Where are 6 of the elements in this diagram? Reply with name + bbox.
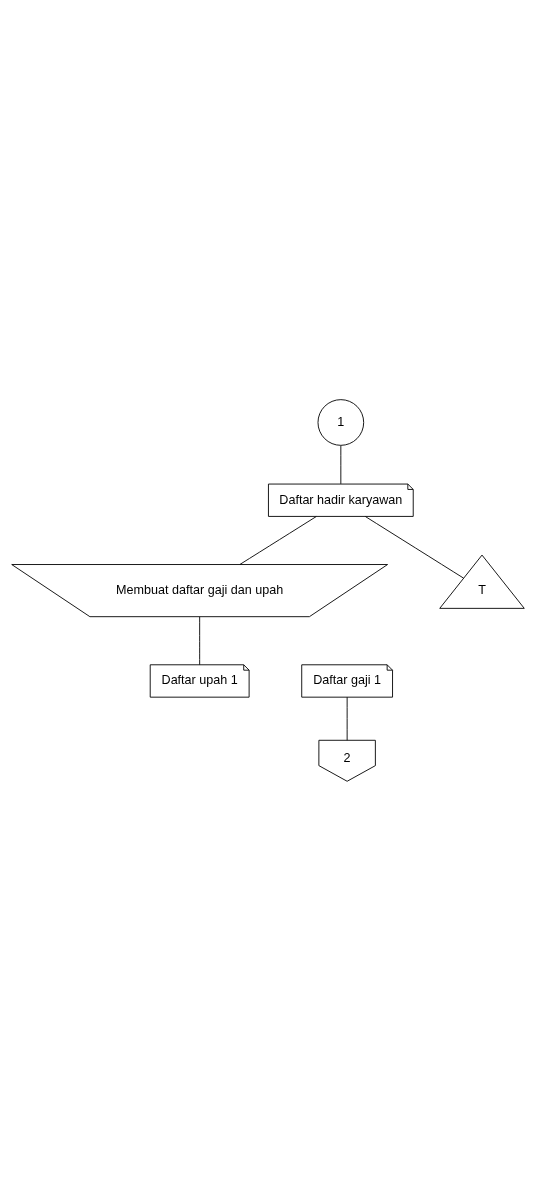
node-circle: 1 xyxy=(317,399,365,446)
connector xyxy=(340,445,342,485)
connector xyxy=(199,616,201,666)
connector xyxy=(239,516,317,565)
connector xyxy=(346,696,348,741)
connector xyxy=(365,516,464,579)
